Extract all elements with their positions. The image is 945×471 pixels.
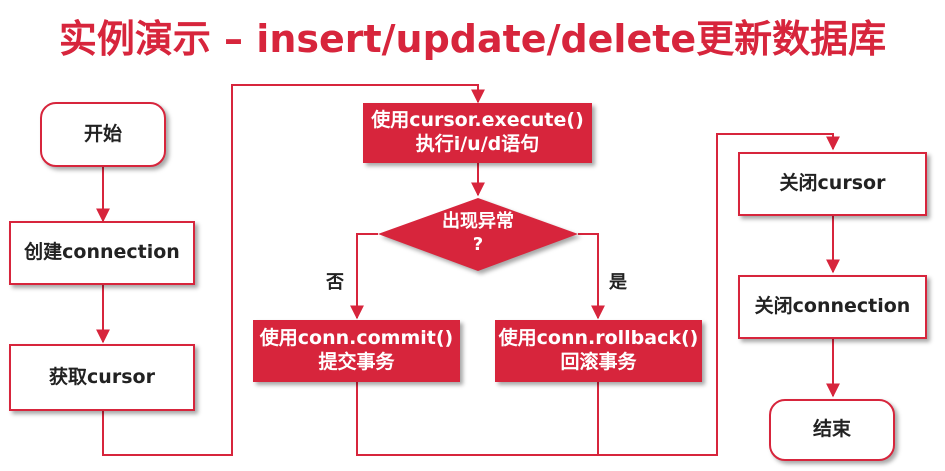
- execute-label-line2: 执行i/u/d语句: [415, 133, 540, 155]
- arrow-commit-to-close-cursor: [356, 133, 840, 456]
- no-label: 否: [326, 272, 344, 293]
- decision-label-line2: ?: [472, 234, 484, 256]
- close-connection-label: 关闭connection: [754, 295, 911, 318]
- rollback-label-line1: 使用conn.rollback(): [498, 327, 699, 350]
- page-title: 实例演示 – insert/update/delete更新数据库: [58, 17, 887, 61]
- execute-node: 使用cursor.execute() 执行i/u/d语句: [363, 103, 592, 163]
- execute-label-line1: 使用cursor.execute(): [371, 109, 584, 132]
- rollback-label-line2: 回滚事务: [560, 351, 637, 373]
- close-connection-node: 关闭connection: [738, 275, 927, 339]
- start-label: 开始: [83, 122, 122, 145]
- close-cursor-label: 关闭cursor: [779, 172, 886, 195]
- decision-label-line1: 出现异常: [442, 211, 514, 232]
- commit-node: 使用conn.commit() 提交事务: [253, 320, 460, 382]
- arrow-cursor-to-execute: [102, 84, 485, 456]
- rollback-node: 使用conn.rollback() 回滚事务: [495, 320, 702, 382]
- arrow-decision-to-commit: [350, 233, 378, 320]
- create-connection-label: 创建connection: [24, 241, 180, 264]
- commit-label-line2: 提交事务: [318, 351, 395, 373]
- get-cursor-label: 获取cursor: [49, 365, 155, 388]
- decision-text: 出现异常 ?: [418, 210, 538, 257]
- end-label: 结束: [812, 418, 851, 441]
- create-connection-node: 创建connection: [9, 221, 195, 285]
- decision-diamond: [378, 198, 578, 271]
- close-cursor-node: 关闭cursor: [738, 152, 927, 216]
- get-cursor-node: 获取cursor: [9, 344, 195, 411]
- end-node: 结束: [769, 399, 895, 461]
- arrow-decision-to-rollback: [578, 233, 605, 320]
- yes-label: 是: [609, 272, 627, 293]
- start-node: 开始: [40, 102, 166, 167]
- commit-label-line1: 使用conn.commit(): [259, 327, 454, 350]
